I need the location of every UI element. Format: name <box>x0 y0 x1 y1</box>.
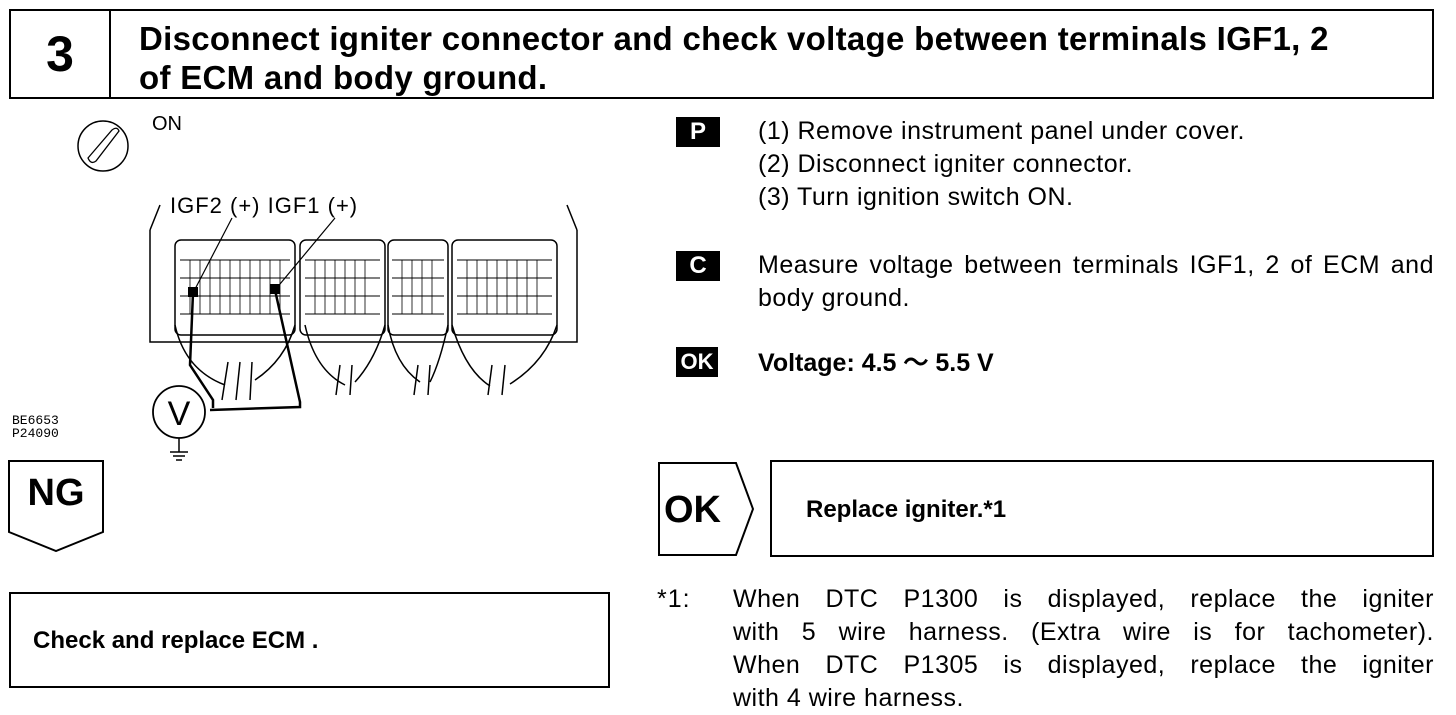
switch-on-label: ON <box>152 113 182 135</box>
ng-action-text: Check and replace ECM . <box>33 627 319 654</box>
procedure-step-2: (2) Disconnect igniter connector. <box>758 150 1134 178</box>
footnote-line-1: When DTC P1300 is displayed, replace the… <box>733 585 1434 613</box>
step-title-line-2: of ECM and body ground. <box>139 59 548 96</box>
figure-code: BE6653 P24090 <box>12 414 59 440</box>
step-title-line-1: Disconnect igniter connector and check v… <box>139 20 1329 57</box>
figure-code-line-2: P24090 <box>12 426 59 441</box>
ng-label: NG <box>27 472 85 514</box>
footnote-line-4: with 4 wire harness. <box>733 684 964 712</box>
ok-branch-arrow <box>658 462 754 556</box>
procedure-step-3: (3) Turn ignition switch ON. <box>758 183 1074 211</box>
step-title: Disconnect igniter connector and check v… <box>139 19 1422 97</box>
procedure-step-1: (1) Remove instrument panel under cover. <box>758 117 1245 145</box>
voltmeter-icon: V <box>152 385 206 461</box>
ok-spec-tag: OK <box>676 347 718 377</box>
terminal-label: IGF2 (+) IGF1 (+) <box>170 193 358 218</box>
ok-action-text: Replace igniter.*1 <box>806 496 1007 523</box>
ecm-connector-diagram: ON IGF2 (+) IGF1 (+) <box>77 113 578 461</box>
step-header: 3 Disconnect igniter connector and check… <box>9 9 1434 99</box>
check-tag: C <box>676 251 720 281</box>
procedure-steps: (1) Remove instrument panel under cover.… <box>758 115 1245 214</box>
ignition-switch-icon <box>77 120 129 172</box>
footnote-line-2: with 5 wire harness. (Extra wire is for … <box>733 618 1434 646</box>
ng-action-box: Check and replace ECM . <box>9 592 610 688</box>
ecm-connector-body <box>149 204 578 401</box>
voltmeter-leads <box>188 289 302 412</box>
ok-action-box: Replace igniter.*1 <box>770 460 1434 557</box>
check-instruction: Measure voltage between terminals IGF1, … <box>758 251 1434 312</box>
procedure-tag: P <box>676 117 720 147</box>
voltage-spec: Voltage: 4.5 ～ 5.5 V <box>758 349 994 377</box>
ok-label: OK <box>664 489 721 531</box>
footnote-mark: *1: <box>657 585 691 613</box>
footnote-text: When DTC P1300 is displayed, replace the… <box>733 583 1434 715</box>
step-number: 3 <box>11 11 111 97</box>
ng-branch-pentagon <box>8 460 104 552</box>
footnote-line-3: When DTC P1305 is displayed, replace the… <box>733 651 1434 679</box>
figure-code-line-1: BE6653 <box>12 413 59 428</box>
voltmeter-symbol: V <box>168 395 191 433</box>
